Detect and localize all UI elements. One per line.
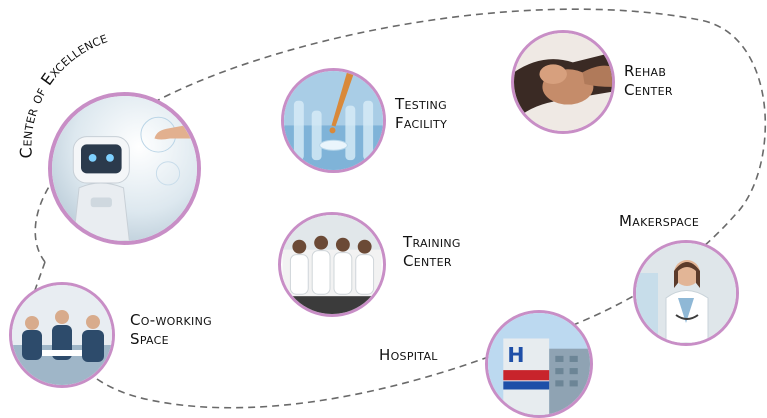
hospital-image: H [485, 310, 593, 418]
rehab-center-label-line-1: Rehab [624, 62, 667, 80]
training-center-label-line-2: Center [403, 252, 452, 271]
testing-facility-image [281, 68, 386, 173]
coworking-space-label-line-1: Co-working [130, 311, 212, 329]
makerspace-image [633, 240, 739, 346]
robot-image [48, 92, 201, 245]
coworking-space-label-line-2: Space [130, 330, 169, 349]
rehab-center-label-line-2: Center [624, 81, 673, 100]
testing-facility-label-line-1: Testing [395, 95, 447, 113]
rehab-center-image [511, 30, 615, 134]
training-center-label-line-1: Training [403, 233, 461, 251]
svg-text:H: H [507, 343, 524, 367]
training-center-image [278, 212, 386, 317]
makerspace-label: Makerspace [619, 212, 699, 231]
rehab-center-label: Rehab Center [624, 62, 673, 100]
makerspace-label-line-1: Makerspace [619, 212, 700, 230]
coworking-space-image [9, 282, 115, 388]
hospital-label: Hospital [379, 346, 438, 365]
coworking-space-label: Co-working Space [130, 311, 212, 349]
hospital-label-line-1: Hospital [379, 346, 438, 364]
training-center-label: Training Center [403, 233, 461, 271]
testing-facility-label: Testing Facility [395, 95, 447, 133]
testing-facility-label-line-2: Facility [395, 114, 448, 133]
